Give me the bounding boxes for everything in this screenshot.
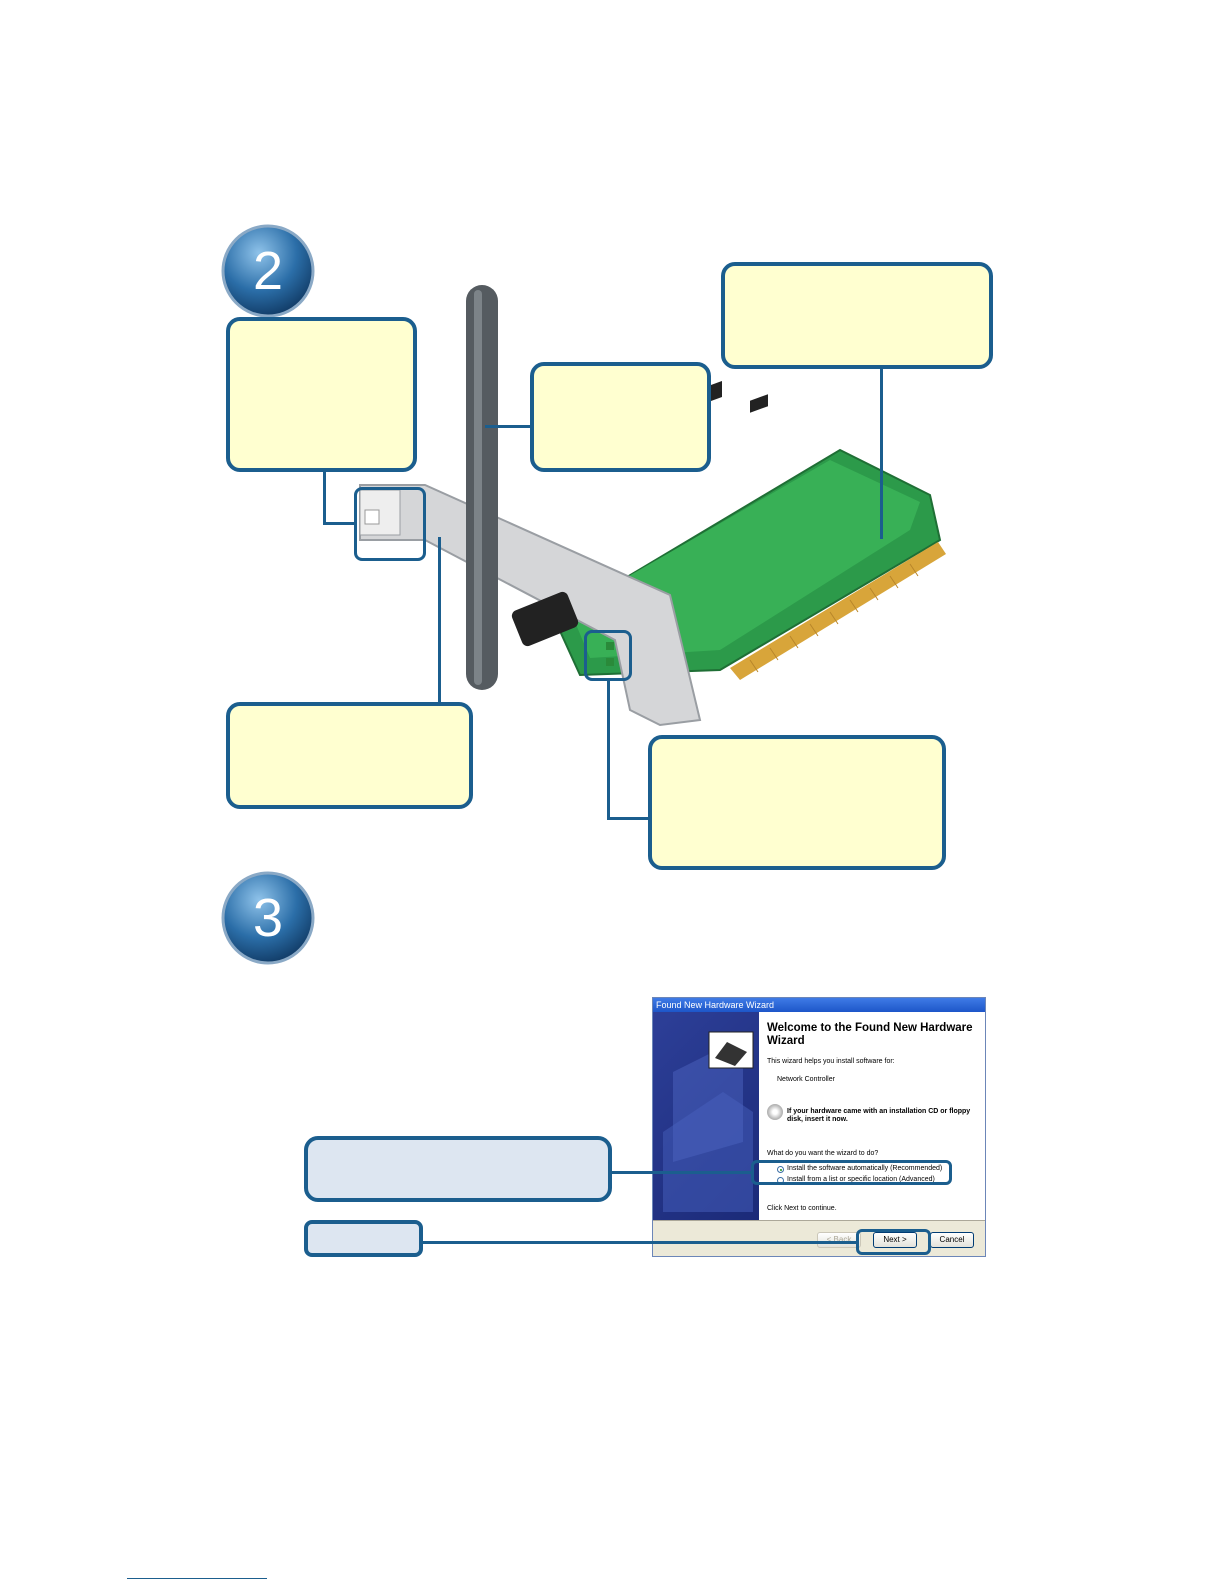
wizard-continue: Click Next to continue. [767, 1205, 837, 1212]
wizard-cd-prompt: If your hardware came with an installati… [787, 1108, 971, 1123]
leader-pci [880, 369, 883, 539]
next-button-highlight [856, 1229, 931, 1255]
wizard-device: Network Controller [777, 1076, 835, 1083]
leader-option [612, 1171, 752, 1174]
option-auto-label: Install the software automatically (Reco… [787, 1165, 943, 1172]
wizard-question: What do you want the wizard to do? [767, 1150, 879, 1157]
wizard-titlebar: Found New Hardware Wizard [653, 998, 985, 1012]
callout-bracket [226, 317, 417, 472]
callout-click-next [304, 1220, 423, 1257]
wizard-sidebar-art [653, 1012, 759, 1220]
bracket-highlight [354, 487, 426, 561]
recommended-option-highlight [751, 1160, 952, 1185]
next-button[interactable]: Next > [873, 1232, 917, 1248]
wizard-intro: This wizard helps you install software f… [767, 1058, 895, 1065]
wizard-heading: Welcome to the Found New Hardware Wizard [767, 1022, 973, 1047]
footer-rule [127, 1578, 267, 1579]
step-3-badge: 3 [221, 871, 315, 965]
wizard-content: Welcome to the Found New Hardware Wizard… [759, 1012, 985, 1220]
found-new-hardware-wizard: Found New Hardware Wizard Welcome to the… [652, 997, 986, 1257]
step-2-number: 2 [253, 241, 283, 301]
step-3-number: 3 [253, 888, 283, 948]
wizard-sidebar-graphic [663, 1031, 754, 1212]
leader-bracket-v [323, 472, 326, 524]
callout-antenna [530, 362, 711, 472]
callout-pci-connector [721, 262, 993, 369]
wizard-footer: < Back Next > Cancel [653, 1220, 985, 1256]
callout-leds [648, 735, 946, 870]
led-highlight [584, 630, 632, 681]
radio-auto[interactable] [777, 1166, 784, 1173]
pci-card-illustration [359, 285, 946, 727]
callout-select-option [304, 1136, 612, 1202]
option-advanced-label: Install from a list or specific location… [787, 1176, 935, 1183]
step-2-badge: 2 [221, 224, 315, 318]
leader-antenna-connector [438, 537, 441, 704]
cd-icon [767, 1104, 783, 1120]
callout-antenna-connector [226, 702, 473, 809]
leader-leds-h [607, 817, 650, 820]
back-button[interactable]: < Back [817, 1232, 861, 1248]
cancel-button[interactable]: Cancel [930, 1232, 974, 1248]
leader-bracket-h [323, 522, 356, 525]
leader-next [423, 1241, 857, 1244]
leader-leds-v [607, 681, 610, 819]
leader-antenna [485, 425, 532, 428]
